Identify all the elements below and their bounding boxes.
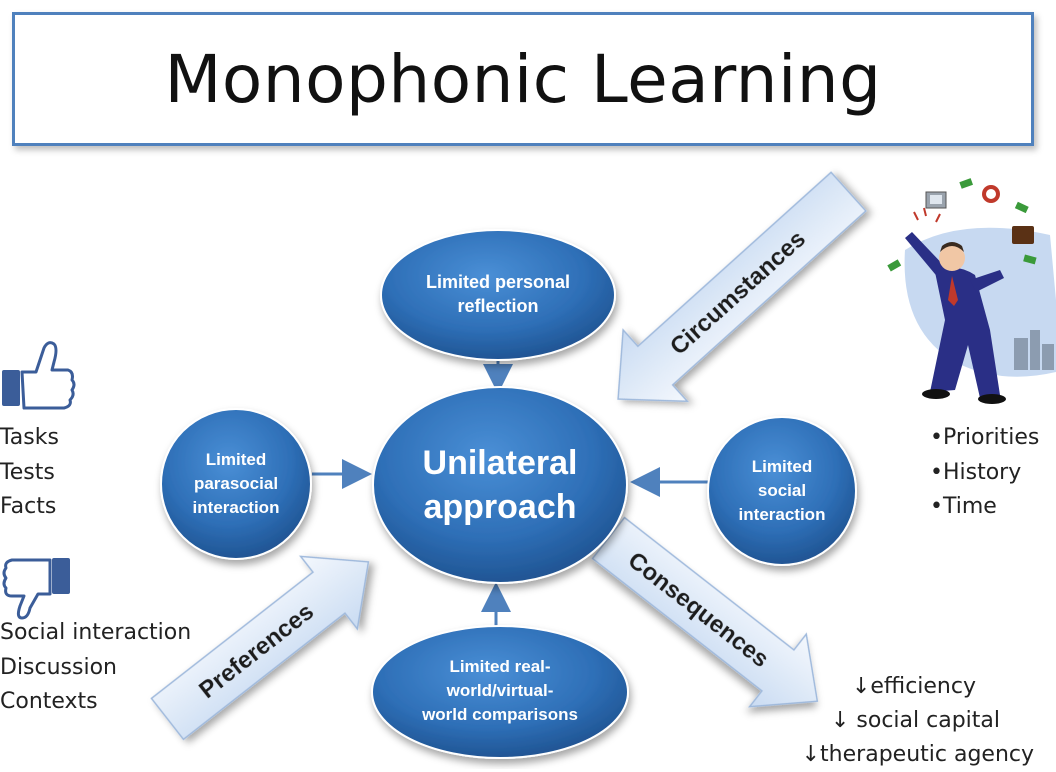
node-limited-parasocial-interaction: Limited parasocial interaction <box>160 408 312 560</box>
node-unilateral-approach: Unilateral approach <box>372 386 628 584</box>
dislikes-item: Discussion <box>0 654 117 680</box>
juggling-businessman-illustration <box>887 178 1056 404</box>
page-title: Monophonic Learning <box>164 40 882 118</box>
circumstances-list: •Priorities •History •Time <box>930 421 1039 525</box>
circumstances-label: Circumstances <box>665 226 811 361</box>
center-line1: Unilateral <box>423 444 578 482</box>
node-limited-personal-reflection: Limited personal reflection <box>380 229 616 361</box>
node-top-line1: Limited personal <box>426 272 570 292</box>
thumbs-up-icon <box>2 341 76 410</box>
title-box: Monophonic Learning <box>12 12 1034 146</box>
dislikes-item: Social interaction <box>0 620 192 645</box>
thumbs-down-icon <box>2 558 70 620</box>
node-bottom-line3: world comparisons <box>421 705 578 724</box>
consequences-label: Consequences <box>623 547 774 673</box>
likes-list: Tasks Tests Facts <box>0 421 59 525</box>
consequences-list: ↓efficiency ↓ social capital ↓therapeuti… <box>802 670 1034 772</box>
circumstances-item: •Priorities <box>930 425 1040 450</box>
node-right-line1: Limited <box>752 457 812 476</box>
circumstances-item: •Time <box>930 494 997 519</box>
dislikes-item: Contexts <box>0 689 98 714</box>
likes-item: Tests <box>0 459 55 485</box>
likes-item: Tasks <box>0 425 59 450</box>
dislikes-list: Social interaction Discussion Contexts <box>0 616 191 720</box>
node-bottom-line2: world/virtual- <box>446 681 554 700</box>
consequences-item: ↓ social capital <box>830 708 1000 733</box>
node-left-line1: Limited <box>206 450 266 469</box>
circumstances-item: •History <box>930 459 1022 485</box>
center-line2: approach <box>423 488 576 526</box>
consequences-item: ↓efficiency <box>851 674 976 699</box>
node-top-line2: reflection <box>457 296 538 316</box>
likes-item: Facts <box>0 494 57 519</box>
circumstances-arrow: Circumstances <box>617 171 867 403</box>
node-right-line2: social <box>758 481 806 500</box>
node-limited-comparisons: Limited real- world/virtual- world compa… <box>371 625 629 759</box>
node-bottom-line1: Limited real- <box>449 657 550 676</box>
consequences-item: ↓therapeutic agency <box>801 742 1034 767</box>
node-left-line2: parasocial <box>194 474 278 493</box>
node-limited-social-interaction: Limited social interaction <box>707 416 857 566</box>
node-left-line3: interaction <box>193 498 280 517</box>
node-right-line3: interaction <box>739 505 826 524</box>
